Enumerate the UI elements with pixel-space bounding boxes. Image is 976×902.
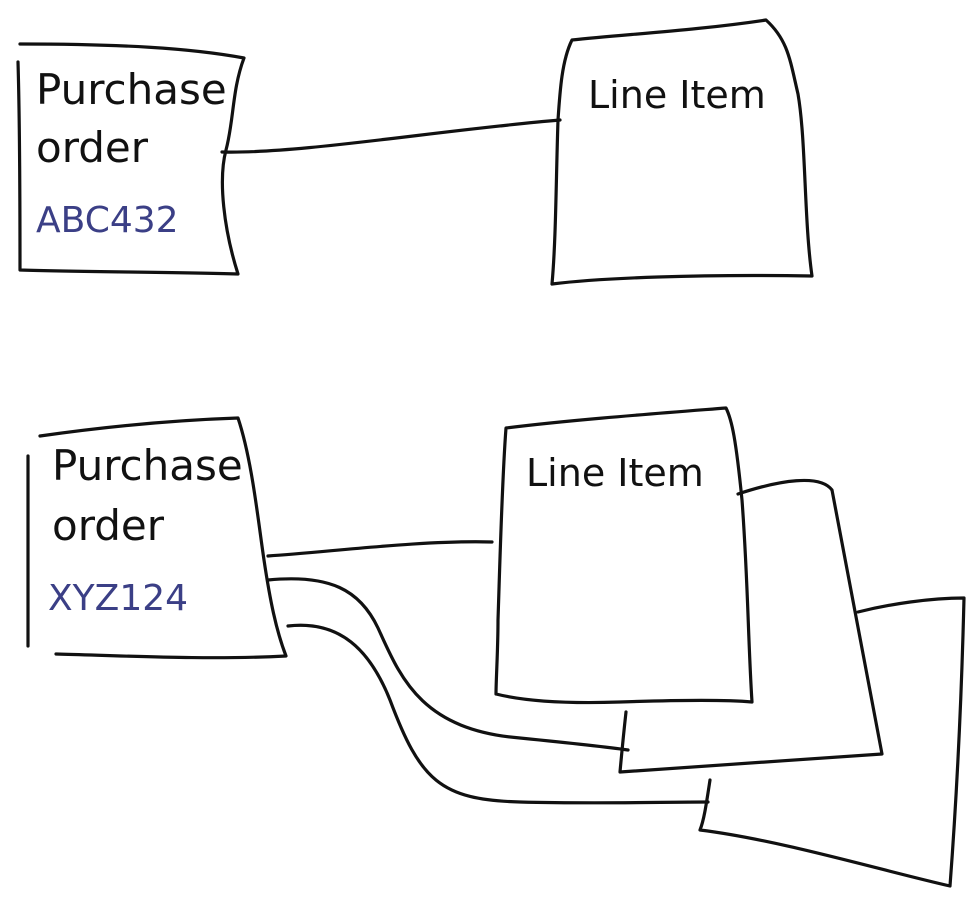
line-item-card-2-shape (618, 478, 884, 774)
bottom-line-item-shape (494, 406, 754, 705)
top-line-item-label: Line Item (588, 73, 766, 117)
bottom-connector-1 (266, 540, 494, 558)
bottom-connector-2 (266, 577, 630, 752)
top-connector (220, 118, 562, 154)
top-purchase-order-line1: Purchase (36, 65, 227, 114)
bottom-purchase-order-line1: Purchase (52, 441, 243, 490)
bottom-purchase-order-shape (38, 416, 288, 660)
bottom-line-item-card-3 (698, 596, 966, 888)
bottom-line-item-label: Line Item (526, 451, 704, 495)
bottom-line-item-card-2 (618, 478, 884, 774)
line-item-card-3-shape (698, 596, 966, 888)
top-line-item-node: Line Item (550, 18, 814, 286)
top-purchase-order-code: ABC432 (36, 200, 179, 241)
top-purchase-order-line2: order (36, 123, 149, 172)
top-line-item-shape (550, 18, 814, 286)
bottom-connector-3 (286, 623, 710, 805)
bottom-purchase-order-code: XYZ124 (48, 578, 188, 619)
top-purchase-order-node: Purchase order ABC432 (16, 42, 246, 276)
bottom-line-item-node: Line Item (494, 406, 754, 705)
top-purchase-order-shape (16, 42, 246, 276)
bottom-purchase-order-node: Purchase order XYZ124 (26, 416, 288, 660)
bottom-purchase-order-line2: order (52, 501, 165, 550)
